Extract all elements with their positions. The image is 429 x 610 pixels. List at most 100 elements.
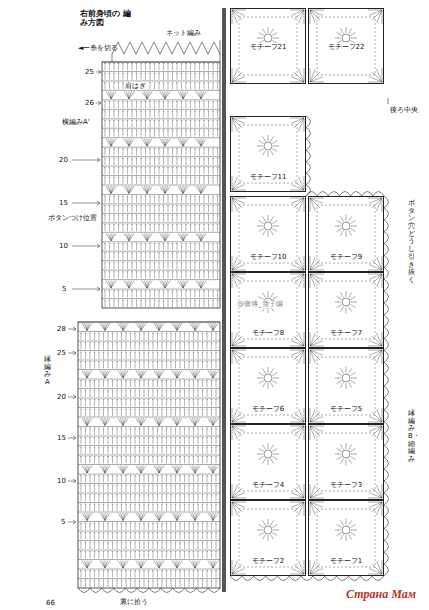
double-crochet [132, 64, 133, 71]
double-crochet [213, 111, 214, 118]
fan-stitch [183, 233, 188, 240]
double-crochet [154, 111, 155, 118]
double-crochet [90, 542, 91, 549]
double-crochet-top [185, 195, 187, 196]
double-crochet-top [179, 532, 181, 533]
double-crochet-top [113, 167, 115, 168]
double-crochet-top [199, 262, 201, 263]
double-crochet-top [194, 72, 196, 73]
double-crochet-top [122, 271, 124, 272]
double-crochet [162, 552, 163, 559]
double-crochet [141, 101, 142, 108]
double-crochet [172, 130, 173, 137]
double-crochet [126, 495, 127, 502]
double-crochet [193, 476, 194, 483]
double-crochet-top [181, 252, 183, 253]
double-crochet-top [121, 494, 123, 495]
double-crochet [211, 533, 212, 540]
double-crochet-top [94, 504, 96, 505]
double-crochet [193, 504, 194, 511]
double-crochet [132, 168, 133, 175]
double-crochet-top [179, 551, 181, 552]
fan-stitch [82, 513, 87, 521]
double-crochet-top [139, 494, 141, 495]
double-crochet [145, 224, 146, 231]
double-crochet [172, 291, 173, 298]
double-crochet-top [166, 504, 168, 505]
double-crochet [117, 476, 118, 483]
row-line [102, 137, 220, 138]
double-crochet [172, 224, 173, 231]
double-crochet-top [172, 63, 174, 64]
double-crochet [204, 73, 205, 80]
double-crochet [154, 300, 155, 307]
double-crochet-top [163, 101, 165, 102]
double-crochet [177, 291, 178, 298]
double-crochet [177, 272, 178, 279]
double-crochet [208, 253, 209, 260]
double-crochet-top [149, 262, 151, 263]
double-crochet [136, 168, 137, 175]
fan-stitch [165, 281, 170, 288]
fan-stitch [123, 513, 128, 521]
double-crochet [189, 571, 190, 578]
double-crochet [108, 485, 109, 492]
double-crochet-top [212, 110, 214, 111]
double-crochet-top [154, 243, 156, 244]
double-crochet [208, 291, 209, 298]
double-crochet [163, 120, 164, 127]
double-crochet [204, 243, 205, 250]
double-crochet-top [199, 82, 201, 83]
double-crochet [181, 111, 182, 118]
double-crochet-top [203, 271, 205, 272]
double-crochet-top [148, 580, 150, 581]
double-crochet-top [215, 475, 217, 476]
double-crochet [81, 476, 82, 483]
double-crochet-top [181, 101, 183, 102]
double-crochet [145, 215, 146, 222]
row-line [102, 203, 220, 204]
double-crochet [163, 243, 164, 250]
double-crochet [204, 272, 205, 279]
double-crochet [211, 504, 212, 511]
fan-stitch [129, 186, 134, 193]
double-crochet-top [197, 504, 199, 505]
double-crochet [136, 120, 137, 127]
double-crochet [199, 215, 200, 222]
double-crochet [126, 580, 127, 587]
double-crochet [154, 82, 155, 89]
double-crochet-top [208, 82, 210, 83]
double-crochet-top [80, 551, 82, 552]
double-crochet-top [206, 532, 208, 533]
double-crochet [136, 272, 137, 279]
double-crochet [172, 243, 173, 250]
double-crochet-top [103, 542, 105, 543]
double-crochet-top [116, 542, 118, 543]
double-crochet-top [181, 262, 183, 263]
double-crochet-top [149, 290, 151, 291]
double-crochet-top [125, 504, 127, 505]
double-crochet-top [127, 290, 129, 291]
fan-stitch [177, 513, 182, 521]
double-crochet [114, 73, 115, 80]
double-crochet-top [148, 475, 150, 476]
double-crochet [144, 476, 145, 483]
double-crochet-top [154, 300, 156, 301]
double-crochet-top [116, 570, 118, 571]
double-crochet [105, 205, 106, 212]
double-crochet [132, 291, 133, 298]
double-crochet [127, 300, 128, 307]
double-crochet [130, 571, 131, 578]
row-line [78, 502, 220, 503]
double-crochet [190, 177, 191, 184]
double-crochet [204, 130, 205, 137]
row-line [102, 241, 220, 242]
fan-stitch [183, 139, 188, 146]
double-crochet-top [125, 494, 127, 495]
double-crochet-top [85, 570, 87, 571]
double-crochet [172, 177, 173, 184]
double-crochet-top [80, 580, 82, 581]
row-line [102, 298, 220, 299]
double-crochet-top [217, 72, 219, 73]
